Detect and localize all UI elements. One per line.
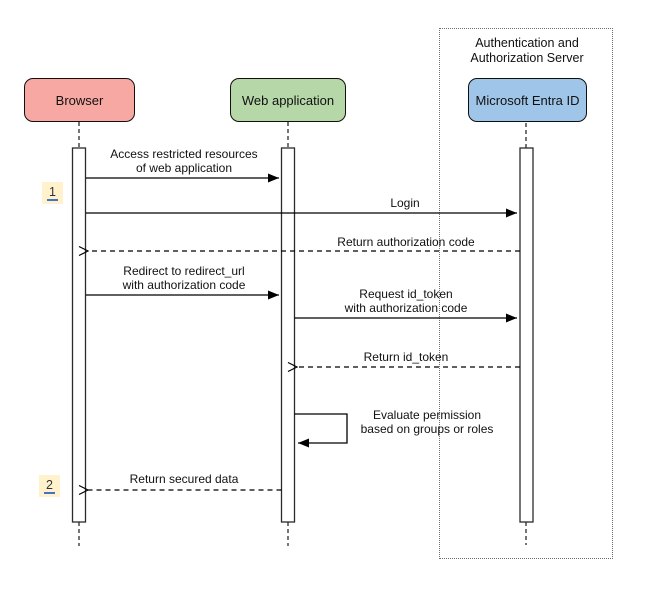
step-marker-2-label: 2	[44, 478, 55, 494]
message-access-restricted: Access restricted resources of web appli…	[110, 147, 258, 175]
message-login: Login	[390, 196, 420, 210]
auth-server-frame	[439, 28, 613, 559]
arrow-self-evaluate-permission	[294, 413, 348, 448]
activation-bar-browser	[71, 147, 87, 523]
participant-microsoft-entra-id: Microsoft Entra ID	[468, 78, 587, 122]
message-return-id-token: Return id_token	[363, 350, 449, 364]
activation-bar-webapp	[280, 147, 296, 523]
message-redirect: Redirect to redirect_url with authorizat…	[122, 264, 246, 292]
message-request-id-token: Request id_token with authorization code	[344, 287, 468, 315]
step-marker-1[interactable]: 1	[42, 182, 63, 204]
step-marker-1-label: 1	[47, 185, 58, 201]
participant-web-application: Web application	[230, 78, 346, 122]
step-marker-2[interactable]: 2	[39, 475, 60, 497]
participant-browser: Browser	[24, 78, 135, 122]
message-return-auth-code: Return authorization code	[337, 235, 475, 249]
auth-server-frame-label: Authentication and Authorization Server	[470, 36, 584, 65]
message-evaluate-permission: Evaluate permission based on groups or r…	[360, 408, 494, 436]
message-return-secured-data: Return secured data	[129, 472, 239, 486]
